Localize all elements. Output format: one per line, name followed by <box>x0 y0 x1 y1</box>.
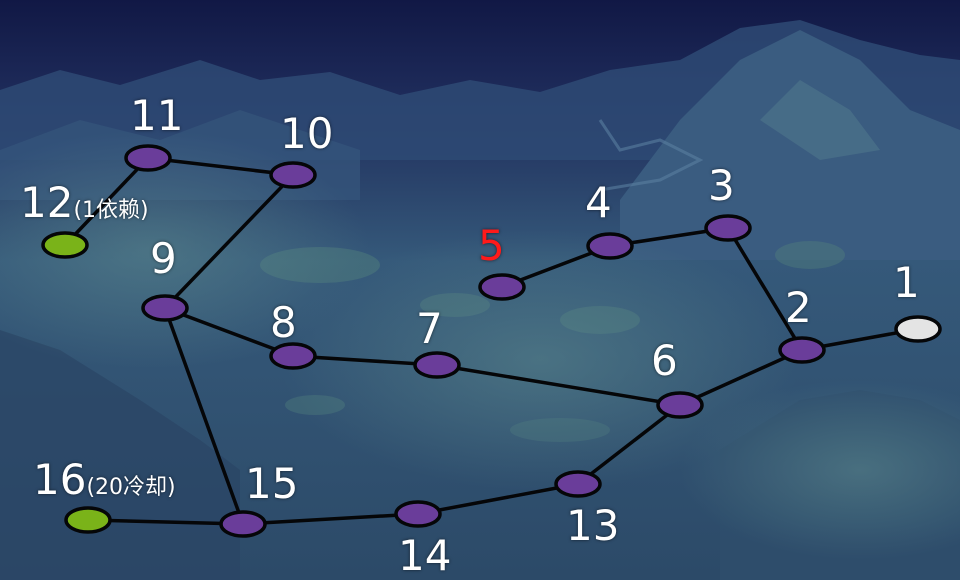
stage-label-8: 8 <box>270 302 297 344</box>
route-edge-2-3 <box>726 226 804 352</box>
stage-number: 6 <box>651 336 678 385</box>
stage-label-1: 1 <box>893 262 920 304</box>
stage-number: 10 <box>280 109 334 158</box>
stage-label-11: 11 <box>130 95 183 137</box>
route-edge-14-15 <box>241 512 420 526</box>
route-edge-9-15 <box>163 306 245 526</box>
stage-node-2[interactable] <box>778 336 826 364</box>
stage-node-14[interactable] <box>394 500 442 528</box>
stage-label-13: 13 <box>566 505 619 547</box>
stage-number: 13 <box>566 501 620 550</box>
stage-node-13[interactable] <box>554 470 602 498</box>
route-edge-7-8 <box>291 354 439 367</box>
stage-node-7[interactable] <box>413 351 461 379</box>
stage-number: 2 <box>785 283 812 332</box>
stage-number: 11 <box>130 91 184 140</box>
route-edge-9-10 <box>163 173 295 310</box>
stage-number: 12 <box>20 178 74 227</box>
stage-label-2: 2 <box>785 287 812 329</box>
stage-label-9: 9 <box>150 238 177 280</box>
stage-node-6[interactable] <box>656 391 704 419</box>
stage-node-4[interactable] <box>586 232 634 260</box>
stage-label-7: 7 <box>416 308 443 350</box>
stage-number: 7 <box>416 304 443 353</box>
stage-number: 15 <box>245 459 299 508</box>
stage-node-9[interactable] <box>141 294 189 322</box>
stage-label-10: 10 <box>280 113 333 155</box>
stage-node-16[interactable] <box>64 506 112 534</box>
stage-node-15[interactable] <box>219 510 267 538</box>
stage-label-3: 3 <box>708 165 735 207</box>
stage-label-16: 16(20冷却) <box>33 459 176 501</box>
stage-label-6: 6 <box>651 340 678 382</box>
stage-node-1[interactable] <box>894 315 942 343</box>
stage-node-12[interactable] <box>41 231 89 259</box>
stage-number: 5 <box>478 221 505 270</box>
stage-label-4: 4 <box>585 182 612 224</box>
stage-node-8[interactable] <box>269 342 317 370</box>
stage-number: 3 <box>708 161 735 210</box>
route-edge-2-6 <box>678 348 804 407</box>
stage-number: 16 <box>33 455 87 504</box>
route-edge-6-7 <box>435 363 682 407</box>
stage-node-3[interactable] <box>704 214 752 242</box>
stage-note: (20冷却) <box>86 475 176 500</box>
stage-label-5: 5 <box>478 225 505 267</box>
stage-label-14: 14 <box>398 535 451 577</box>
stage-number: 9 <box>150 234 177 283</box>
stage-number: 4 <box>585 178 612 227</box>
stage-node-11[interactable] <box>124 144 172 172</box>
stage-note: (1依赖) <box>73 198 149 223</box>
stage-label-12: 12(1依赖) <box>20 182 149 224</box>
stage-number: 8 <box>270 298 297 347</box>
stage-node-5[interactable] <box>478 273 526 301</box>
route-edge-10-11 <box>146 156 295 177</box>
stage-node-10[interactable] <box>269 161 317 189</box>
route-edge-13-14 <box>416 482 580 516</box>
route-edge-6-13 <box>576 403 682 486</box>
stage-number: 1 <box>893 258 920 307</box>
route-edge-11-12 <box>63 156 150 247</box>
route-edge-15-16 <box>86 518 245 526</box>
stage-label-15: 15 <box>245 463 298 505</box>
route-edge-8-9 <box>163 306 295 358</box>
stage-number: 14 <box>398 531 452 580</box>
